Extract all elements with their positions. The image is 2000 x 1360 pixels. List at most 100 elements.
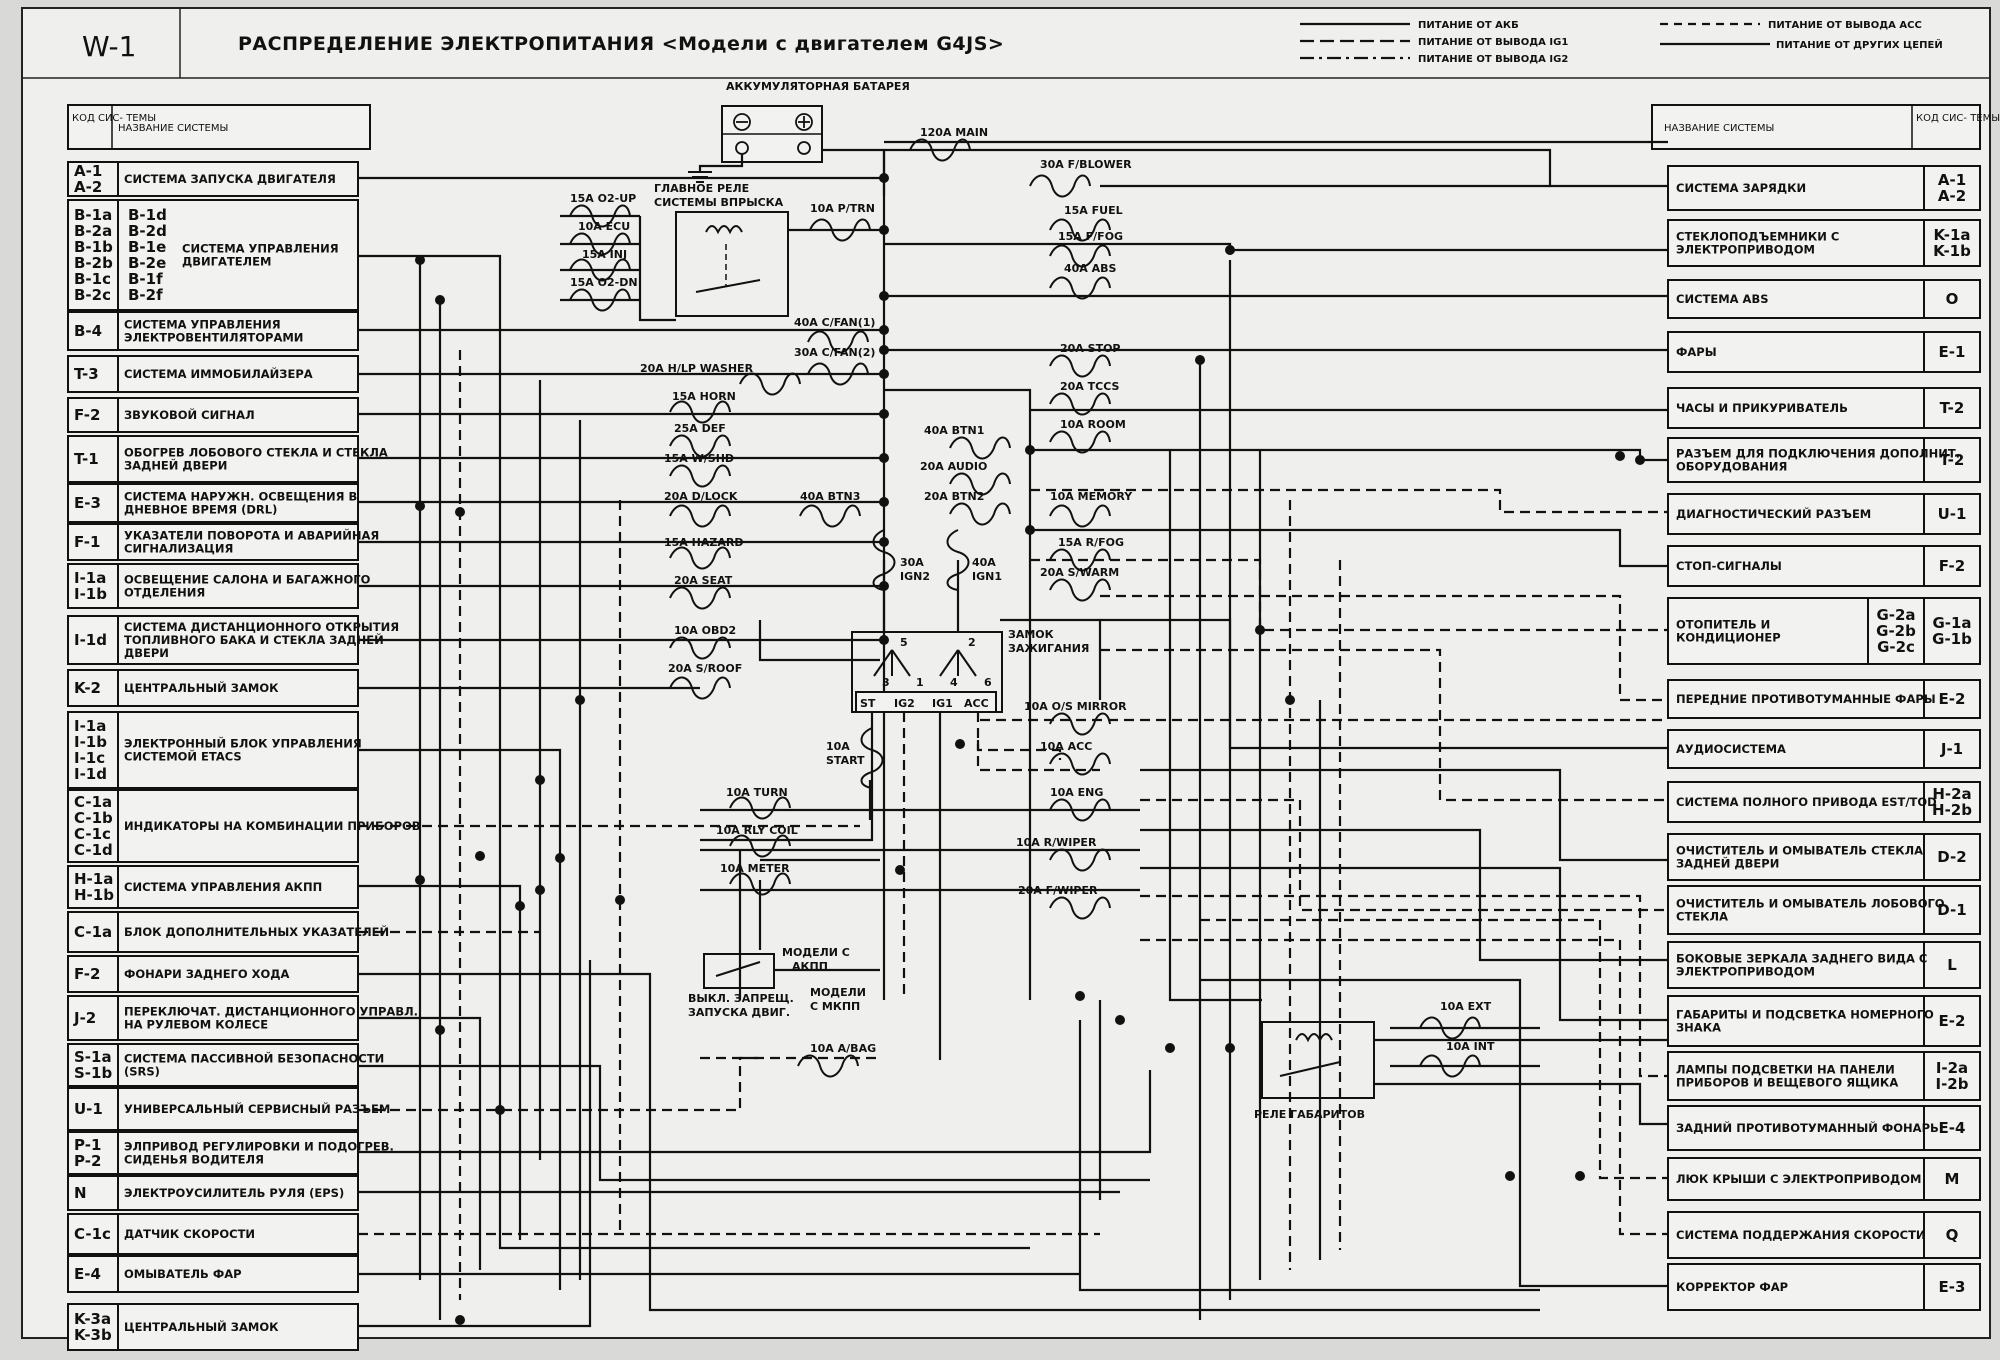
left-system-name: СИГНАЛИЗАЦИЯ — [124, 541, 233, 555]
right-system-code: I-2a — [1936, 1059, 1968, 1077]
left-system-name: НА РУЛЕВОМ КОЛЕСЕ — [124, 1017, 268, 1031]
wire — [638, 216, 676, 322]
ign-contact-left — [873, 649, 911, 677]
left-system-code-cell — [67, 563, 119, 609]
left-system-name: ЗВУКОВОЙ СИГНАЛ — [124, 407, 255, 422]
ign-terminal-st: ST — [860, 697, 876, 710]
right-system-name: ОТОПИТЕЛЬ И — [1676, 617, 1770, 631]
right-system-code: O — [1946, 290, 1959, 308]
legend-label-ig2: ПИТАНИЕ ОТ ВЫВОДА IG2 — [1418, 54, 1568, 65]
wire-junction — [415, 875, 425, 885]
fuse-hlp_washer: 20A H/LP WASHER — [640, 362, 801, 396]
fuse-label: 30A F/BLOWER — [1040, 158, 1132, 171]
wire-junction — [1115, 1015, 1125, 1025]
sheet-code: W-1 — [82, 30, 136, 63]
ign-pin-5: 5 — [900, 636, 908, 649]
left-system-name: ПЕРЕКЛЮЧАТ. ДИСТАНЦИОННОГО УПРАВЛ. — [124, 1004, 418, 1018]
fuse-stop: 20A STOP — [1049, 342, 1121, 378]
right-system-code: G-1a — [1932, 614, 1971, 632]
left-system-name-cell — [117, 483, 359, 523]
fuse-icon — [860, 727, 884, 789]
fuse-label: 10A RLY COIL — [716, 824, 798, 837]
wire-junction — [515, 901, 525, 911]
left-system-code: B-4 — [74, 322, 102, 340]
left-system-code: B-1a — [74, 206, 112, 224]
fuse-seat: 20A SEAT — [669, 574, 733, 610]
right-system-code: D-1 — [1937, 901, 1966, 919]
battery-minus-icon — [733, 113, 751, 131]
right-system-code: K-1b — [1933, 242, 1971, 260]
wire-junction — [475, 851, 485, 861]
fuse-icon — [1029, 174, 1091, 198]
right-system-code-cell — [1923, 995, 1981, 1047]
left-system-name-cell — [117, 1043, 359, 1087]
wire-junction — [879, 497, 889, 507]
fuse-icon — [1049, 276, 1111, 300]
right-system-code: L — [1947, 956, 1957, 974]
right-system-code: T-2 — [1940, 399, 1965, 417]
left-system-code: B-2d — [128, 222, 167, 240]
fuse-ecu: 10A ECU — [569, 220, 631, 256]
tail-relay-box — [1261, 1021, 1375, 1099]
battery-label: АККУМУЛЯТОРНАЯ БАТАРЕЯ — [726, 80, 910, 93]
wire-junction — [879, 345, 889, 355]
battery: АККУМУЛЯТОРНАЯ БАТАРЕЯ — [688, 80, 910, 183]
wire — [976, 712, 1062, 760]
left-system-name: СИДЕНЬЯ ВОДИТЕЛЯ — [124, 1152, 264, 1166]
wire — [1200, 978, 1668, 1288]
left-system-code: E-4 — [74, 1265, 101, 1283]
wire-junction — [1255, 625, 1265, 635]
right-system-code-cell — [1923, 437, 1981, 483]
fuse-icon — [669, 504, 731, 528]
fuse-label: 10A O/S MIRROR — [1024, 700, 1127, 713]
wire-junction — [879, 635, 889, 645]
left-system-code: K-3a — [74, 1310, 111, 1328]
fuse-obd2: 10A OBD2 — [669, 624, 736, 660]
wire — [884, 388, 1032, 1000]
main-relay-label-2: СИСТЕМЫ ВПРЫСКА — [654, 196, 784, 209]
left-system-name: ДНЕВНОЕ ВРЕМЯ (DRL) — [124, 502, 277, 516]
right-system-code-cell — [1923, 1105, 1981, 1151]
fuse-icon — [1049, 354, 1111, 378]
fuse-label: 20A AUDIO — [920, 460, 987, 473]
right-system-code: U-1 — [1938, 505, 1967, 523]
left-system-code: B-2f — [128, 286, 163, 304]
fuse-icon — [799, 504, 861, 528]
fuse-int: 10A INT — [1419, 1040, 1495, 1078]
left-system-code: A-2 — [74, 178, 102, 196]
right-system-name-cell — [1667, 437, 1925, 483]
right-system-code: F-2 — [1939, 557, 1965, 575]
wire — [1140, 768, 1668, 862]
ign-pin-4: 4 — [950, 676, 958, 689]
fuse-tccs: 20A TCCS — [1049, 380, 1120, 416]
fuse-icon — [729, 796, 791, 820]
fuse-label: 10A R/WIPER — [1016, 836, 1097, 849]
left-system-name-cell — [117, 789, 359, 863]
legend-label-ig1: ПИТАНИЕ ОТ ВЫВОДА IG1 — [1418, 37, 1568, 48]
right-system-name-cell — [1667, 331, 1925, 373]
left-system-code-cell — [67, 199, 119, 311]
right-system-name-cell — [1667, 941, 1925, 989]
right-system-code-cell — [1923, 729, 1981, 769]
wire — [1030, 528, 1668, 568]
main-relay-box — [675, 211, 789, 317]
left-system-name: СИСТЕМА ИММОБИЛАЙЗЕРА — [124, 366, 313, 381]
left-system-name: ЭЛПРИВОД РЕГУЛИРОВКИ И ПОДОГРЕВ. — [124, 1139, 394, 1153]
left-system-code: I-1a — [74, 717, 106, 735]
right-system-subcode: G-2a — [1876, 606, 1915, 624]
left-system-name-cell — [117, 435, 359, 483]
wire-junction — [415, 501, 425, 511]
fuse-label: 10A A/BAG — [810, 1042, 876, 1055]
left-system-code-cell — [67, 615, 119, 665]
